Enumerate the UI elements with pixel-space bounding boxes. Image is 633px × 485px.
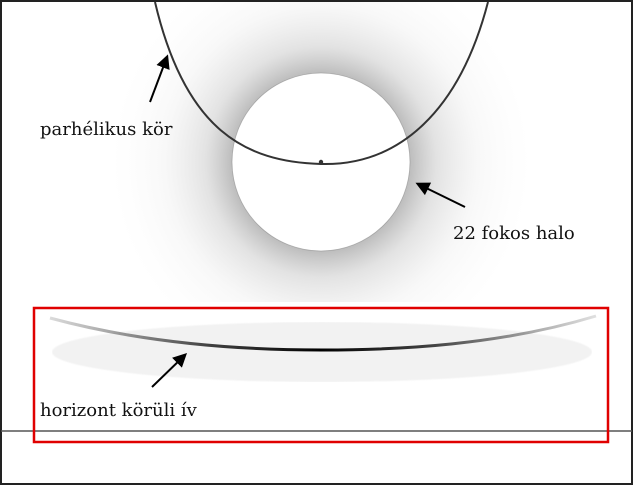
halo-22-label: 22 fokos halo bbox=[453, 223, 575, 244]
parhelic-circle-label: parhélikus kör bbox=[40, 119, 173, 140]
circumhorizon-label: horizont körüli ív bbox=[40, 400, 198, 421]
arc-glow bbox=[52, 322, 592, 382]
sun-dot bbox=[319, 160, 323, 164]
